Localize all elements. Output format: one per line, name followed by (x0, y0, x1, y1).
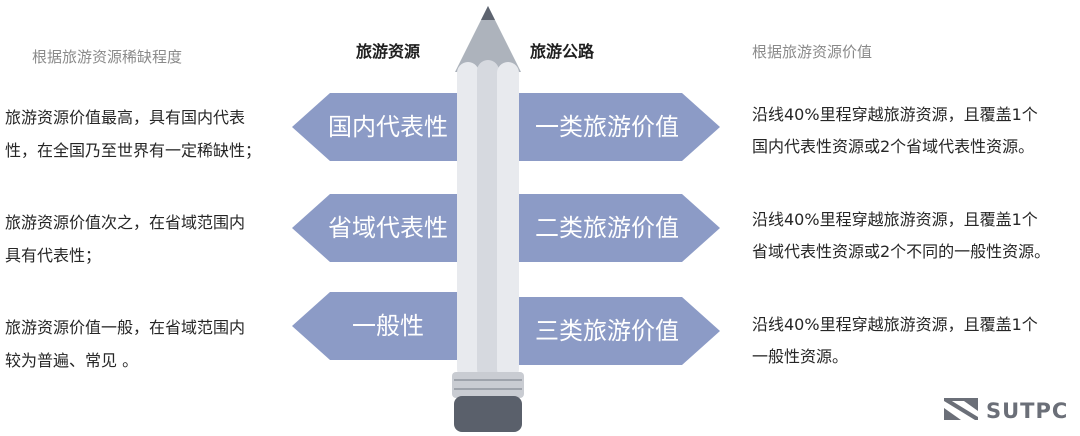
pencil-shaft-right (497, 62, 519, 380)
pencil-tip (455, 6, 521, 72)
resource-level-2: 省域代表性 (328, 214, 448, 242)
left-description-1: 旅游资源价值最高，具有国内代表性，在全国乃至世界有一定稀缺性； (5, 108, 262, 160)
resource-arrow-1 (292, 93, 465, 161)
resource-level-1: 国内代表性 (328, 113, 448, 141)
road-class-3: 三类旅游价值 (535, 317, 679, 345)
road-arrow-2 (515, 194, 720, 262)
pencil-shaft-middle (477, 60, 499, 380)
pencil-shaft-left (457, 62, 479, 380)
road-column-header: 旅游公路 (530, 42, 595, 61)
resource-arrow-2 (292, 194, 465, 262)
road-arrow-3 (515, 297, 720, 365)
right-description-3-line-2: 一般性资源。 (752, 347, 849, 366)
right-description-2-line-2: 省域代表性资源或2个不同的一般性资源。 (752, 242, 1051, 261)
pencil-eraser (454, 396, 522, 432)
road-class-2: 二类旅游价值 (535, 214, 679, 242)
resource-column-header: 旅游资源 (356, 42, 421, 61)
left-column-header: 根据旅游资源稀缺程度 (32, 48, 183, 66)
pencil-lead (481, 6, 495, 20)
sutpc-logo: SUTPC (944, 398, 1068, 424)
left-description-2: 旅游资源价值次之，在省域范围内具有代表性； (5, 213, 246, 265)
resource-level-3: 一般性 (352, 312, 424, 340)
road-arrow-1 (515, 93, 720, 161)
right-description-3-line-1: 沿线40%里程穿越旅游资源，且覆盖1个 (752, 315, 1038, 334)
right-description-2-line-1: 沿线40%里程穿越旅游资源，且覆盖1个 (752, 210, 1038, 229)
right-description-1: 沿线40%里程穿越旅游资源，且覆盖1个 国内代表性资源或2个省域代表性资源。 (752, 99, 1038, 163)
logo-text: SUTPC (986, 399, 1069, 423)
resource-arrow-3 (292, 292, 465, 360)
right-description-2: 沿线40%里程穿越旅游资源，且覆盖1个 省域代表性资源或2个不同的一般性资源。 (752, 204, 1050, 268)
right-column-header: 根据旅游资源价值 (752, 43, 873, 61)
right-description-3: 沿线40%里程穿越旅游资源，且覆盖1个 一般性资源。 (752, 309, 1038, 373)
pencil-ferrule (452, 372, 524, 398)
sutpc-logo-icon (944, 398, 978, 424)
road-class-1: 一类旅游价值 (535, 113, 679, 141)
right-description-1-line-2: 国内代表性资源或2个省域代表性资源。 (752, 137, 1035, 156)
right-description-1-line-1: 沿线40%里程穿越旅游资源，且覆盖1个 (752, 105, 1038, 124)
left-description-3: 旅游资源价值一般，在省域范围内较为普遍、常见 。 (5, 318, 246, 370)
